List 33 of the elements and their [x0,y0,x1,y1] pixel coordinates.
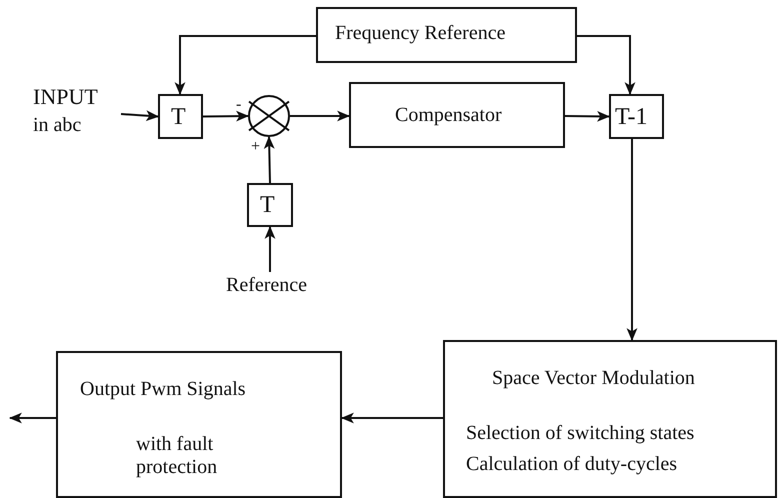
arrow [8,412,56,424]
arrow [264,226,276,272]
arrow [264,136,275,184]
arrow [626,139,638,342]
block-label: Frequency Reference [335,22,506,45]
arrow [174,35,316,96]
block-box [158,94,203,139]
block-description: Selection of switching states [466,422,694,445]
block-label: T [260,192,275,220]
block-label: Output Pwm Signals [80,378,246,401]
block-box [247,183,293,227]
arrow [340,412,443,424]
block-label: Compensator [395,104,502,127]
sign-label: - [236,97,242,113]
block-label: T-1 [615,104,648,132]
arrow [120,110,160,122]
signal-label: INPUT [33,84,98,110]
block-label: T [171,104,186,132]
arrow [564,110,610,122]
block-box [316,7,577,63]
signal-label: in abc [33,114,82,137]
block-label: Space Vector Modulation [492,367,695,390]
block-box [609,94,664,139]
arrow [290,110,350,122]
signal-label: Reference [226,274,308,297]
block-description: with fault protection [136,433,218,479]
arrow [577,35,636,96]
arrow [202,110,250,122]
block-box [56,351,342,498]
block-description: Calculation of duty-cycles [466,453,678,476]
block-box [443,340,777,498]
sign-label: + [251,139,260,155]
block-box [349,82,565,148]
